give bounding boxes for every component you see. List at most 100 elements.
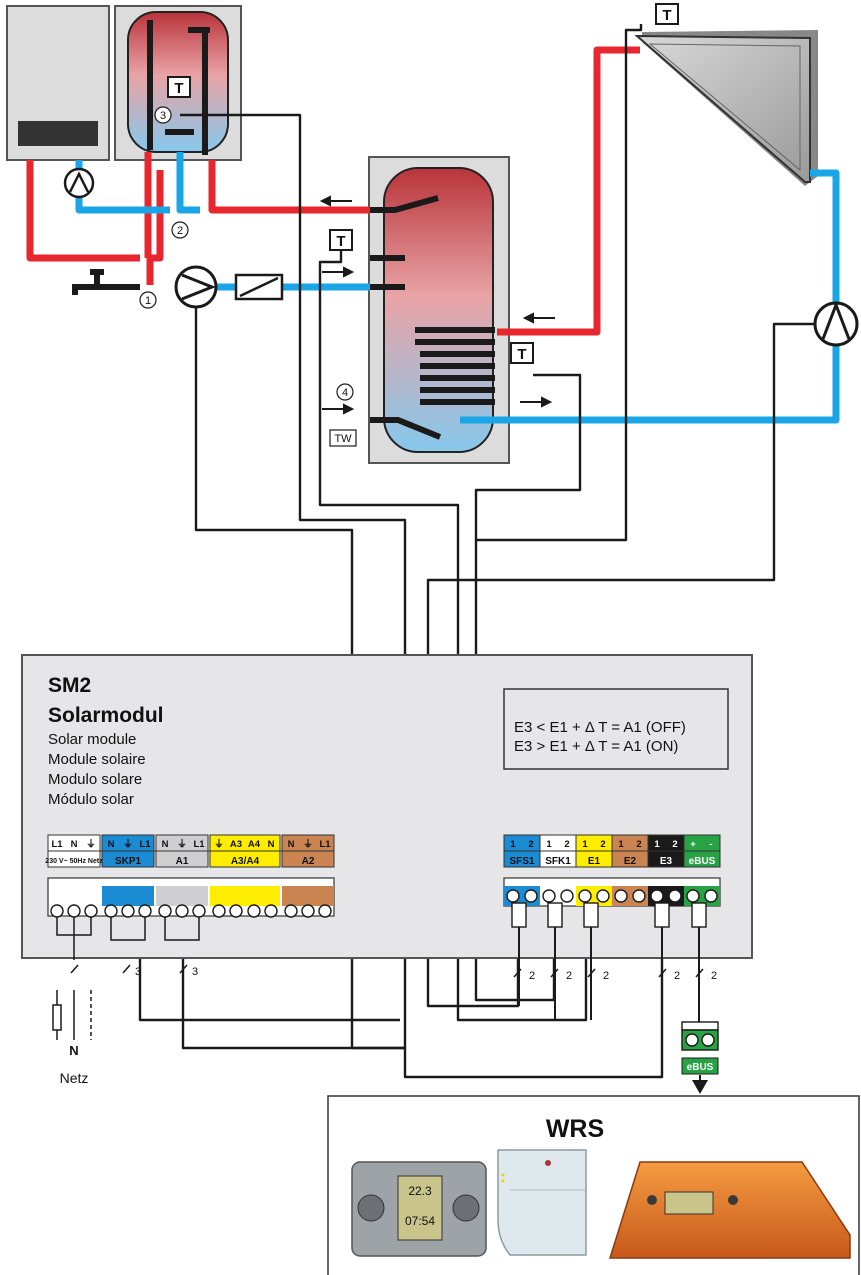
point-markers: 1 2 3 4 [139, 106, 354, 401]
rterm-ebus-plus: + [690, 839, 696, 850]
lgroup-skp1: SKP1 [115, 856, 142, 867]
solar-pump-icon [813, 300, 859, 347]
sensor-t-dhw: T [167, 76, 191, 98]
ebus-connector: eBUS [681, 1021, 719, 1094]
module-name-en: Solar module [48, 731, 136, 748]
wrs-boiler-control [608, 1161, 851, 1259]
left-terminal-block: L1 N ⏚ N ⏚ L1 N ⏚ L1 ⏚ A3 A4 N N ⏚ L1 23… [45, 834, 335, 960]
rgroup-sfk1: SFK1 [545, 856, 571, 867]
lterm-skp-pe: ⏚ [123, 839, 133, 850]
sensor-t-tank-top: T [329, 229, 353, 251]
formula-off: E3 < E1 + Δ T = A1 (OFF) [514, 719, 686, 736]
netz-label: Netz [60, 1070, 89, 1086]
sensor-t-tank-bottom: T [510, 342, 534, 364]
lterm-a1-n: N [162, 839, 169, 850]
solar-collector [634, 30, 818, 186]
rterm-e2-1: 1 [618, 839, 624, 850]
rterm-sfk1-1: 1 [546, 839, 552, 850]
rgroup-e2: E2 [624, 856, 637, 867]
rterm-e3-1: 1 [654, 839, 660, 850]
module-name-it: Modulo solare [48, 771, 142, 788]
lterm-a2-l1: L1 [319, 839, 331, 850]
lterm-a2-n: N [288, 839, 295, 850]
water-tap-icon [72, 269, 140, 295]
lterm-a4: A4 [248, 839, 261, 850]
wrs-section: WRS 22.3 07:54 [327, 1095, 860, 1275]
lterm-a1-pe: ⏚ [177, 839, 187, 850]
lgroup-a1: A1 [176, 856, 189, 867]
valve-icon [234, 273, 284, 301]
rterm-e1-1: 1 [582, 839, 588, 850]
point-4-label: 4 [342, 387, 348, 399]
lterm-a34-pe: ⏚ [214, 839, 224, 850]
rterm-sfk1-2: 2 [564, 839, 569, 850]
hydraulic-section: T T T T 1 2 [6, 3, 859, 464]
rterm-e2-2: 2 [636, 839, 641, 850]
lgroup-a3a4: A3/A4 [231, 856, 260, 867]
lterm-a3: A3 [230, 839, 242, 850]
boiler-display [18, 121, 98, 146]
boiler-pump-icon [63, 167, 95, 199]
tw-label: TW [334, 433, 352, 445]
lterm-skp-n: N [108, 839, 115, 850]
lterm-a34-n: N [268, 839, 275, 850]
cable-count-sfs1: 2 [529, 970, 535, 982]
sensor-t-dhw-label: T [174, 80, 183, 97]
lgroup-a2: A2 [302, 856, 315, 867]
lterm-pe: ⏚ [86, 839, 96, 850]
wrs-lcd-time: 07:54 [405, 1214, 435, 1228]
sensor-t-tank-bottom-label: T [517, 346, 526, 363]
ebus-box-label: eBUS [687, 1062, 714, 1073]
rterm-e1-2: 2 [600, 839, 605, 850]
tank-connections [147, 20, 495, 440]
sm2-module: SM2 Solarmodul Solar module Module solai… [21, 654, 753, 1077]
flow-arrows [319, 195, 555, 415]
rgroup-sfs1: SFS1 [509, 856, 534, 867]
point-1-label: 1 [145, 295, 151, 307]
cable-count-a1: 3 [192, 966, 198, 978]
cable-count-e1: 2 [603, 970, 609, 982]
point-2-label: 2 [177, 225, 183, 237]
module-name-fr: Module solaire [48, 751, 146, 768]
cable-count-e3: 2 [674, 970, 680, 982]
cable-count-skp1: 3 [135, 966, 141, 978]
sensor-boxes: T T T T [167, 3, 679, 364]
point-3-label: 3 [160, 110, 166, 122]
point-1: 1 [139, 291, 157, 309]
rgroup-e3: E3 [660, 856, 673, 867]
module-title-line2: Solarmodul [48, 704, 164, 727]
wrs-lcd-temp: 22.3 [408, 1184, 432, 1198]
mains-connection [52, 990, 92, 1040]
formula-box [503, 688, 729, 770]
point-3: 3 [154, 106, 172, 124]
sensor-t-collector-label: T [662, 7, 671, 24]
cable-count-sfk1: 2 [566, 970, 572, 982]
rterm-sfs1-1: 1 [510, 839, 516, 850]
formula-on: E3 > E1 + Δ T = A1 (ON) [514, 738, 678, 755]
lterm-a2-pe: ⏚ [303, 839, 313, 850]
lterm-skp-l1: L1 [139, 839, 151, 850]
lterm-n: N [71, 839, 78, 850]
lterm-l1: L1 [51, 839, 63, 850]
lgroup-netz: 230 V~ 50Hz Netz [45, 858, 103, 865]
rterm-ebus-minus: - [709, 839, 712, 850]
rterm-e3-2: 2 [672, 839, 677, 850]
rterm-sfs1-2: 2 [528, 839, 533, 850]
hot-pipes [26, 46, 640, 336]
wrs-room-controller: 22.3 07:54 [351, 1161, 487, 1257]
cable-count-ebus: 2 [711, 970, 717, 982]
wrs-wall-module [497, 1149, 587, 1256]
circulation-pump-icon [174, 265, 218, 309]
module-name-es: Módulo solar [48, 791, 134, 808]
module-title-line1: SM2 [48, 674, 91, 697]
tw-label-box: TW [329, 429, 357, 447]
point-2: 2 [171, 221, 189, 239]
point-4: 4 [336, 383, 354, 401]
wrs-title: WRS [546, 1115, 604, 1143]
lterm-a1-l1: L1 [193, 839, 205, 850]
rgroup-ebus: eBUS [689, 856, 716, 867]
sensor-t-tank-top-label: T [336, 233, 345, 250]
cable-count-markers [70, 964, 704, 978]
ebus-arrow-icon [692, 1080, 708, 1094]
